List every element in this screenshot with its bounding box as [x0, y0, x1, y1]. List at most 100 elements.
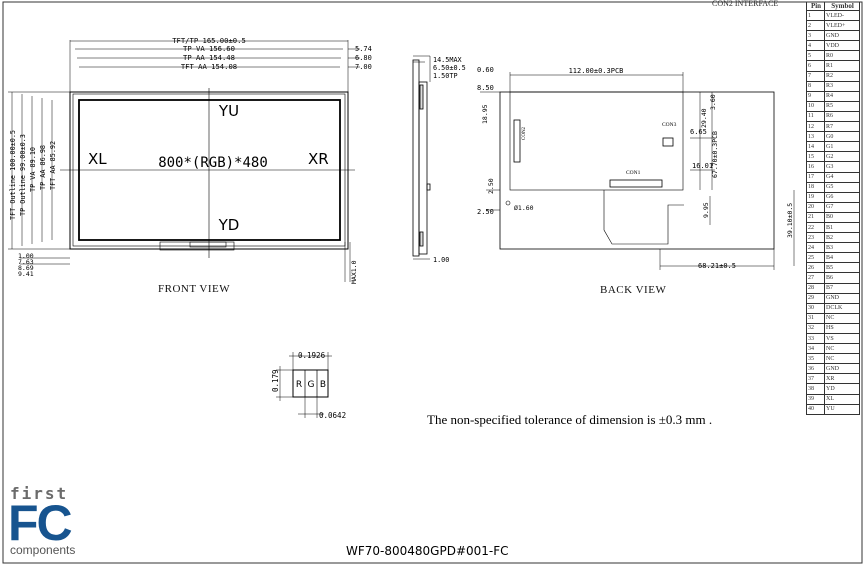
pin-number: 23 — [806, 232, 825, 244]
pin-symbol: R3 — [824, 80, 860, 92]
back-view — [480, 72, 795, 270]
con1-label: CON1 — [626, 170, 641, 176]
yd-label: YD — [218, 216, 240, 234]
pin-symbol: R5 — [824, 100, 860, 112]
dim-tp-va: TP VA 156.60 — [183, 44, 235, 53]
dim-6-80: 6.80 — [355, 54, 372, 62]
pin-number: 3 — [806, 30, 825, 42]
pin-symbol: GND — [824, 363, 860, 375]
pin-number: 27 — [806, 272, 825, 284]
dim-6-50: 6.50±0.5 — [433, 64, 466, 72]
dim-29-40: 29.40 — [700, 108, 708, 128]
con1-connector — [609, 179, 663, 188]
pin-number: 29 — [806, 292, 825, 304]
dim-68-21: 68.21±0.5 — [698, 262, 736, 270]
dim-tp-aa-v: TP AA 86.98 — [39, 145, 47, 190]
pin-number: 2 — [806, 20, 825, 32]
pin-number: 28 — [806, 282, 825, 294]
dim-tft-aa: TFT AA 154.08 — [181, 62, 237, 71]
dim-tft-outline: TFT Outline 100.00±0.5 — [9, 130, 17, 220]
dim-tp-aa: TP AA 154.48 — [183, 53, 235, 62]
side-view — [412, 55, 431, 260]
part-number: WF70-800480GPD#001-FC — [346, 544, 509, 558]
pin-symbol: HS — [824, 322, 860, 335]
pin-number: 39 — [806, 393, 825, 405]
pin-number: 37 — [806, 373, 825, 385]
pin-number: 12 — [806, 121, 825, 133]
dim-2-50-h: 2.50 — [477, 208, 494, 216]
pin-symbol: VDD — [824, 40, 860, 52]
pin-symbol: B4 — [824, 252, 860, 264]
pin-symbol: G5 — [824, 181, 860, 193]
side-conn — [426, 183, 431, 191]
pin-number: 40 — [806, 403, 825, 415]
back-view-text: 0.60 8.50 112.00±0.3PCB 3.60 29.40 6.65 … — [477, 66, 794, 270]
front-view — [8, 40, 360, 282]
subpixel-g: G — [308, 380, 315, 390]
pin-number: 18 — [806, 181, 825, 193]
pin-number: 33 — [806, 332, 825, 345]
pin-number: 20 — [806, 201, 825, 213]
dim-7-63: 7.63 — [18, 258, 34, 266]
dim-tft-tp: TFT/TP 165.00±0.5 — [172, 36, 246, 45]
pin-symbol: R4 — [824, 90, 860, 102]
logo-components: components — [10, 543, 76, 557]
logo-fc: FC — [8, 495, 73, 551]
pin-number: 10 — [806, 100, 825, 112]
dim-112-00: 112.00±0.3PCB — [569, 67, 624, 75]
front-view-caption: FRONT VIEW — [158, 283, 231, 295]
pin-symbol: GND — [824, 30, 860, 42]
dim-9-95: 9.95 — [702, 202, 710, 218]
pin-symbol: YD — [824, 383, 860, 395]
pin-symbol: R6 — [824, 110, 860, 123]
pin-symbol: XR — [824, 373, 860, 385]
dim-67-70: 67.70±0.3PCB — [711, 131, 719, 178]
xr-label: XR — [308, 150, 329, 168]
pin-number: 25 — [806, 252, 825, 264]
pin-symbol: G4 — [824, 171, 860, 183]
dim-8-50: 8.50 — [477, 84, 494, 92]
pin-number: 32 — [806, 322, 825, 335]
pin-number: 34 — [806, 343, 825, 355]
pin-symbol: XL — [824, 393, 860, 405]
dim-3-60: 3.60 — [709, 94, 717, 110]
pin-number: 14 — [806, 141, 825, 153]
symbol-header: Symbol — [824, 2, 860, 11]
pin-symbol: R7 — [824, 121, 860, 133]
back-view-caption: BACK VIEW — [600, 284, 667, 296]
dim-18-95: 18.95 — [481, 104, 489, 124]
resolution-label: 800*(RGB)*480 — [158, 155, 268, 171]
dim-2-50-v: 2.50 — [487, 178, 495, 194]
dim-tft-aa-v: TFT AA 85.92 — [49, 141, 57, 190]
pin-symbol: R1 — [824, 60, 860, 72]
dim-1-00: 1.00 — [18, 252, 34, 260]
subpixel-b: B — [320, 380, 326, 390]
pin-symbol: B2 — [824, 232, 860, 244]
pin-symbol: G7 — [824, 201, 860, 213]
pin-number: 13 — [806, 131, 825, 143]
side-clip-2 — [419, 231, 424, 247]
side-tp — [412, 59, 420, 257]
pin-number: 8 — [806, 80, 825, 92]
pin-number: 6 — [806, 60, 825, 72]
